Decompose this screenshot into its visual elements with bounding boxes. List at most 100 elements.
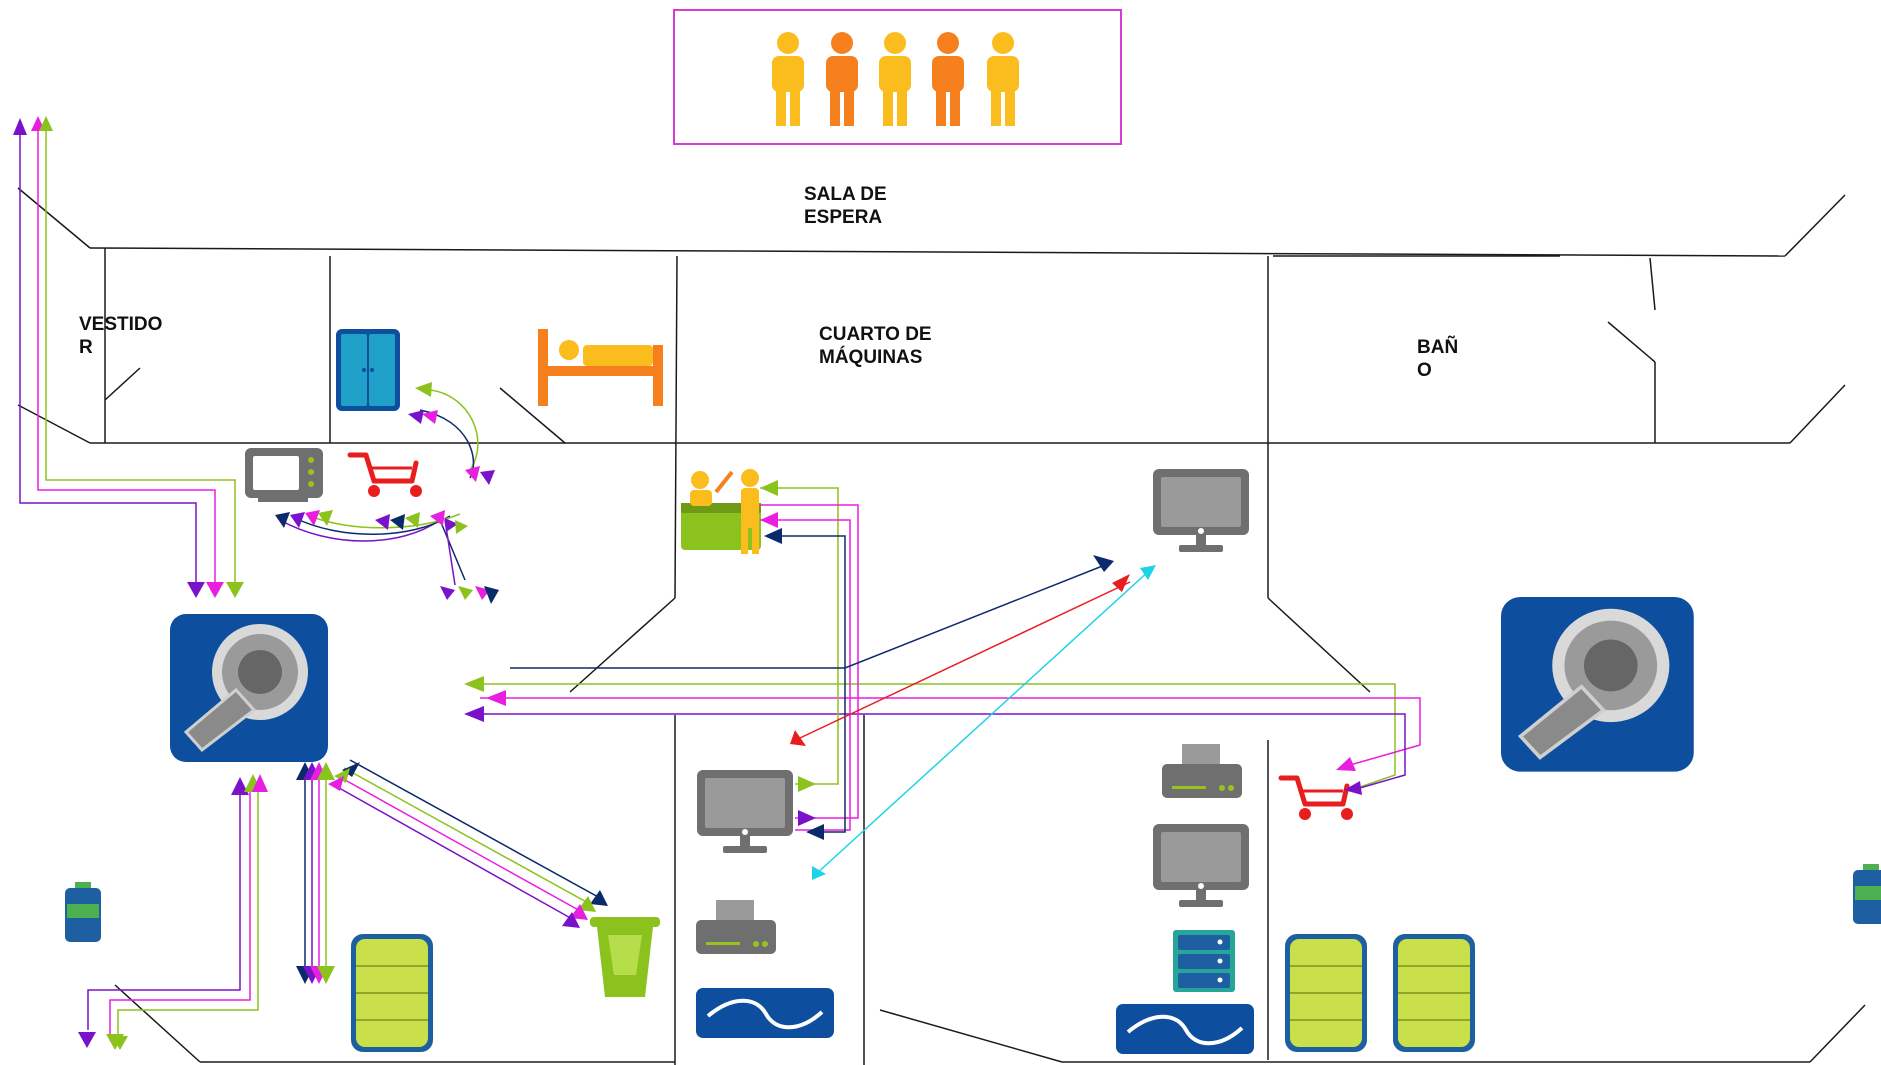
monitor-icon [697, 770, 793, 853]
cart-icon [350, 455, 422, 497]
arrow-head [464, 676, 484, 692]
bathroom-label: BAÑ O [1417, 337, 1459, 381]
flow-line [480, 697, 1421, 766]
arrow-head [317, 762, 335, 780]
bed-icon [538, 329, 663, 406]
arrow-head [39, 116, 53, 131]
machine-room-label: CUARTO DE MÁQUINAS [819, 324, 932, 368]
flow-line [19, 126, 197, 590]
arrow-head [578, 896, 596, 912]
arrow-head [1344, 781, 1362, 795]
arrow-head [570, 904, 588, 920]
dressing-room-label: VESTIDO R [79, 314, 163, 358]
arrow-head [252, 774, 268, 792]
arrow-head [480, 470, 495, 485]
flow-line [45, 126, 236, 590]
flow-line [109, 785, 251, 1035]
arrow-head [484, 586, 499, 604]
flow-line [117, 785, 259, 1040]
arrow-head [760, 512, 778, 528]
flow-line [343, 767, 591, 905]
arrow-head [1112, 574, 1130, 592]
arrow-head [1336, 757, 1356, 771]
reception-desk-icon [681, 469, 761, 554]
mri-scanner-icon [1499, 595, 1696, 774]
waiting-room-label: SALA DE ESPERA [804, 184, 887, 228]
arrow-head [375, 514, 390, 530]
arrow-head [334, 768, 350, 783]
printer-icon [1162, 744, 1242, 798]
arrow-head [328, 776, 344, 791]
server-icon [1173, 930, 1235, 992]
arrow-head [275, 512, 290, 528]
arrow-head [390, 514, 405, 530]
cart-icon [1281, 778, 1353, 820]
flow-line [294, 515, 451, 535]
arrow-head [231, 777, 249, 795]
flow-line [760, 504, 859, 819]
flow-line [510, 562, 1111, 669]
storage-cabinet-icon [1284, 933, 1368, 1053]
cooling-unit-icon [694, 986, 836, 1040]
arrow-head [318, 510, 333, 526]
arrow-head [590, 890, 608, 906]
arrow-head [317, 966, 335, 984]
arrow-head [405, 512, 420, 528]
mri-scanner-icon [168, 612, 330, 764]
arrow-head [458, 586, 473, 600]
flow-line [337, 775, 583, 913]
flow-line [37, 126, 216, 590]
flow-line [480, 683, 1396, 788]
arrow-head [760, 480, 778, 496]
storage-cabinet-icon [1392, 933, 1476, 1053]
trash-bin-icon [590, 917, 660, 997]
arrow-head [226, 582, 244, 598]
flow-line [799, 581, 1131, 739]
arrow-head [798, 776, 816, 792]
arrow-head [465, 466, 480, 482]
arrow-head [112, 1036, 128, 1050]
arrow-head [342, 762, 360, 777]
bottle-icon [65, 882, 101, 942]
arrow-head [790, 730, 806, 746]
arrow-head [1140, 565, 1156, 580]
arrow-head [455, 520, 468, 534]
cooling-unit-icon [1114, 1002, 1256, 1056]
arrow-head [408, 410, 424, 424]
flow-line [349, 759, 601, 899]
flow-line [814, 569, 1151, 876]
arrow-head [764, 528, 782, 544]
flow-line [480, 713, 1406, 789]
arrow-head [415, 382, 432, 397]
arrow-head [78, 1032, 96, 1048]
flow-line [760, 487, 839, 785]
flow-line [439, 519, 466, 581]
printer-icon [696, 900, 776, 954]
arrow-head [187, 582, 205, 598]
microwave-icon [245, 448, 323, 502]
arrow-head [445, 518, 458, 532]
arrow-head [798, 810, 816, 826]
monitor-icon [1153, 824, 1249, 907]
arrow-head [440, 586, 455, 600]
flow-line [331, 783, 575, 921]
arrow-head [464, 706, 484, 722]
storage-cabinet-icon [350, 933, 434, 1053]
waiting-room-box [673, 9, 1122, 145]
arrow-head [812, 866, 826, 880]
waiting-room-group [673, 9, 1122, 145]
bottle-icon [1853, 864, 1881, 924]
arrow-head [430, 510, 445, 526]
flow-line [419, 409, 475, 479]
flow-line [770, 535, 846, 833]
flow-line [279, 519, 441, 542]
arrow-head [290, 512, 305, 528]
building-walls [17, 187, 1866, 1065]
arrow-head [305, 510, 320, 526]
arrow-head [562, 912, 580, 928]
flow-arrows [13, 116, 1421, 1050]
flow-line [87, 785, 241, 1030]
arrow-head [13, 118, 27, 135]
arrow-head [206, 582, 224, 598]
